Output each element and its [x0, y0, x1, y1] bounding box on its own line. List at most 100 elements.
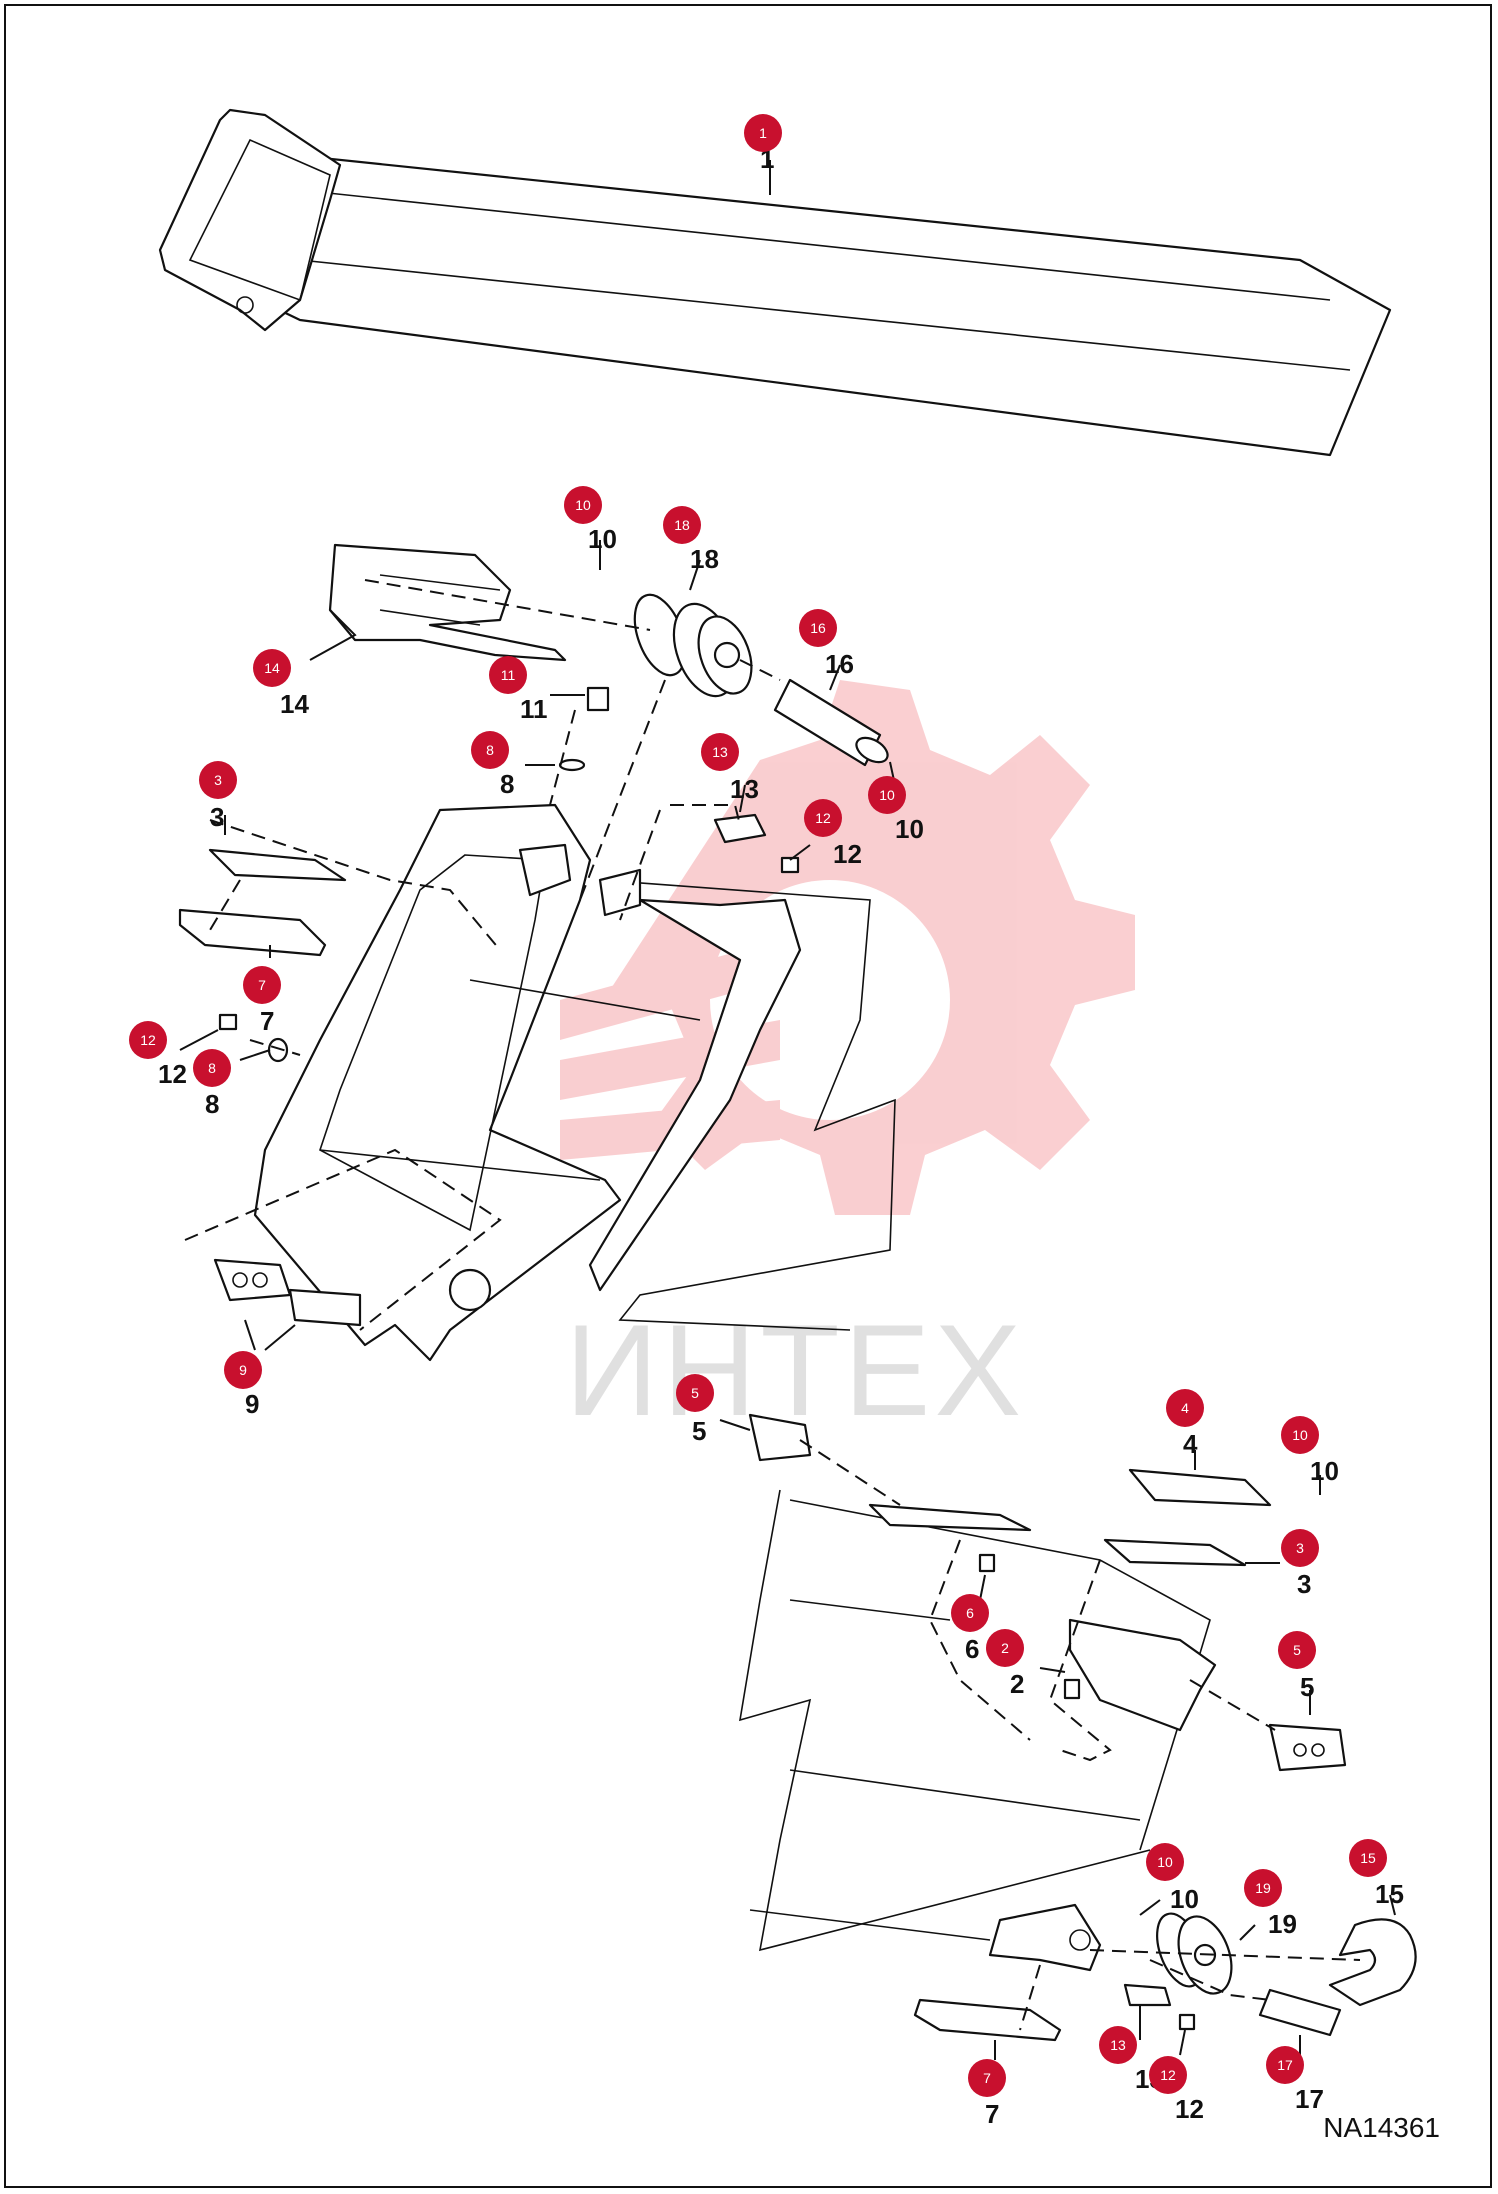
callout-badge: [804, 799, 842, 837]
callout-8: 88: [193, 1049, 271, 1119]
leader-line: [979, 1574, 986, 1601]
leader-line: [1389, 1894, 1396, 1916]
callout-badge-label: 12: [1160, 2067, 1176, 2083]
wear-pad-part-4: [1128, 1468, 1272, 1507]
leader-line: [179, 1029, 219, 1051]
leader-line: [309, 609, 357, 661]
leader-line: [1139, 1899, 1161, 1916]
callout-badge: [243, 966, 281, 1004]
watermark-logo: [560, 680, 1135, 1215]
callout-number: 13: [730, 774, 759, 804]
callout-badge: [1099, 2026, 1137, 2064]
callout-badge-label: 10: [1292, 1427, 1308, 1443]
callout-badge: [951, 1594, 989, 1632]
callout-badge: [129, 1021, 167, 1059]
callout-badge-label: 8: [486, 742, 494, 758]
drawing-id: NA14361: [1323, 2112, 1440, 2143]
callout-badge-label: 2: [1001, 1640, 1009, 1656]
callout-number: 8: [205, 1089, 219, 1119]
wear-pad-part-7-right: [913, 1998, 1062, 2042]
leader-line: [239, 1049, 271, 1061]
wear-pad-part-7-left: [178, 908, 327, 957]
watermark-text: ИНТЕХ: [565, 1297, 1025, 1443]
shim-part-3-left: [208, 848, 347, 882]
callout-number: 19: [1268, 1909, 1297, 1939]
leader-line: [1239, 1924, 1256, 1941]
callout-badge: [663, 506, 701, 544]
callout-badge-label: 12: [815, 810, 831, 826]
leader-line: [829, 664, 841, 691]
bracket-lower: [988, 1903, 1102, 1972]
callout-badge: [564, 486, 602, 524]
callout-badge: [489, 656, 527, 694]
callout-badge-label: 7: [258, 977, 266, 993]
callout-number: 7: [260, 1006, 274, 1036]
callout-3: 33: [1245, 1529, 1319, 1599]
bolt-part-11: [586, 686, 610, 712]
callout-number: 15: [1375, 1879, 1404, 1909]
callout-badge: [1266, 2046, 1304, 2084]
callout-badge-label: 3: [214, 772, 222, 788]
callout-badge: [1281, 1529, 1319, 1567]
leader-line: [1179, 2029, 1186, 2056]
callout-badge-label: 4: [1181, 1400, 1189, 1416]
callout-badge: [1278, 1631, 1316, 1669]
callout-badge-label: 10: [575, 497, 591, 513]
callout-badge-label: 5: [691, 1385, 699, 1401]
wear-pad-part-14: [328, 543, 567, 662]
boom-lower-section: [739, 1489, 1217, 1952]
callout-badge: [253, 649, 291, 687]
callout-badge-label: 15: [1360, 1850, 1376, 1866]
bolt-part-2: [1063, 1678, 1081, 1700]
callout-number: 5: [1300, 1672, 1314, 1702]
roller-part-18: [633, 593, 753, 698]
clip-part-13-top: [713, 813, 767, 844]
callout-number: 16: [825, 649, 854, 679]
callout-badge-label: 7: [983, 2070, 991, 2086]
leader-line: [689, 559, 701, 591]
callout-badge: [1146, 1843, 1184, 1881]
callout-4: 44: [1166, 1389, 1204, 1470]
clip-part-13-lower: [1123, 1983, 1172, 2007]
callout-badge-label: 14: [264, 660, 280, 676]
leader-line: [244, 1319, 256, 1351]
callout-badge: [986, 1629, 1024, 1667]
callout-badge-label: 6: [966, 1605, 974, 1621]
callout-3: 33: [199, 761, 237, 835]
callout-number: 10: [895, 814, 924, 844]
bolt-part-12-top: [780, 856, 800, 874]
drawing-border: [4, 4, 1492, 2188]
callout-badge: [1149, 2056, 1187, 2094]
callout-badge: [1281, 1416, 1319, 1454]
callout-number: 12: [1175, 2094, 1204, 2124]
callout-badge: [701, 733, 739, 771]
pin-part-16: [773, 678, 889, 767]
callout-number: 10: [1170, 1884, 1199, 1914]
boom-section-part: [158, 108, 1392, 457]
wear-pad-part-15: [1328, 1918, 1417, 2007]
bolt-washer-left: [218, 1013, 289, 1063]
callout-number: 8: [500, 769, 514, 799]
callout-badge-label: 9: [239, 1362, 247, 1378]
leader-line: [1039, 1667, 1066, 1673]
wear-block-part-9: [213, 1258, 362, 1327]
callout-badge-label: 3: [1296, 1540, 1304, 1556]
callout-9: 99: [224, 1319, 296, 1419]
callout-2: 22: [986, 1629, 1066, 1699]
callout-badge: [471, 731, 509, 769]
callout-number: 3: [210, 802, 224, 832]
callout-badge: [744, 114, 782, 152]
spacer-part-5-left: [748, 1413, 812, 1462]
shim-part-3-right: [1103, 1538, 1247, 1567]
callout-number: 6: [965, 1634, 979, 1664]
callout-12: 12 12: [1149, 2029, 1204, 2124]
callout-badge: [1244, 1869, 1282, 1907]
callout-number: 11: [520, 694, 548, 724]
callout-number: 3: [1297, 1569, 1311, 1599]
